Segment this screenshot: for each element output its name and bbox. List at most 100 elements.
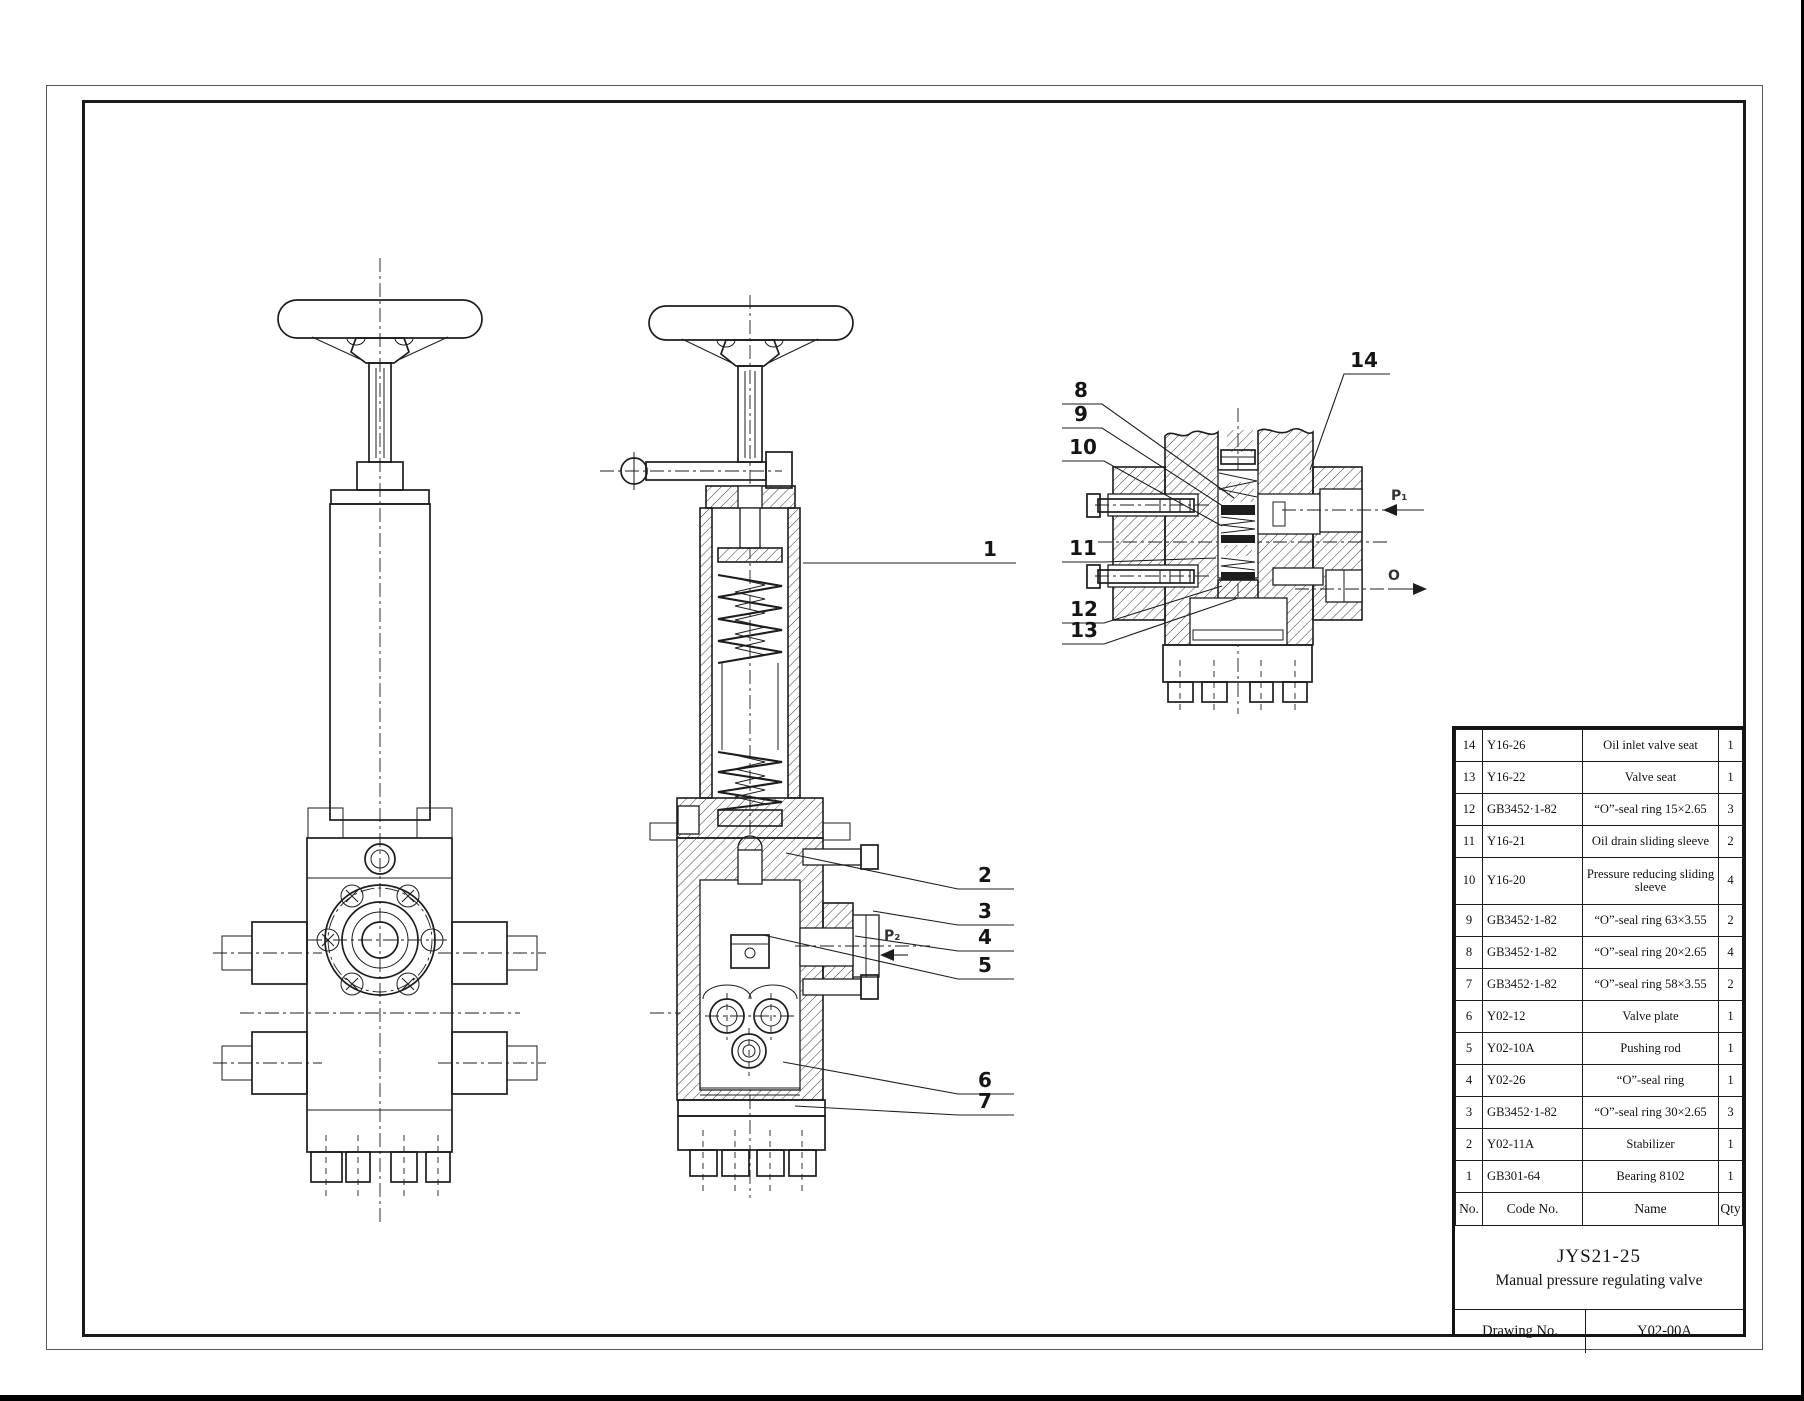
table-row: 11 Y16-21 Oil drain sliding sleeve 2 xyxy=(1455,825,1743,858)
spring-seat-lower xyxy=(717,809,783,827)
handwheel-spokes xyxy=(311,336,449,362)
port-label-p1: P₁ xyxy=(1391,488,1407,504)
table-row: 12 GB3452·1-82 “O”-seal ring 15×2.65 3 xyxy=(1455,793,1743,826)
outlet-boss xyxy=(795,902,930,988)
p2-arrow xyxy=(880,949,894,961)
header-no: No. xyxy=(1455,1192,1483,1226)
part-no-cell: 12 xyxy=(1455,793,1483,826)
callout-4: 4 xyxy=(978,925,992,949)
detail-cavity xyxy=(1189,597,1288,646)
part-no-cell: 5 xyxy=(1455,1032,1483,1065)
callout-7: 7 xyxy=(978,1089,992,1113)
callout-14: 14 xyxy=(1350,348,1378,372)
part-no-cell: 11 xyxy=(1455,825,1483,858)
housing-wall-left xyxy=(699,507,713,799)
pressure-spring-upper xyxy=(717,573,783,665)
part-no-cell: 13 xyxy=(1455,761,1483,794)
callout-2: 2 xyxy=(978,863,992,887)
table-row: 9 GB3452·1-82 “O”-seal ring 63×3.55 2 xyxy=(1455,904,1743,937)
table-row: 2 Y02-11A Stabilizer 1 xyxy=(1455,1128,1743,1161)
part-qty-cell: 2 xyxy=(1718,825,1743,858)
part-code-cell: Y02-26 xyxy=(1482,1064,1583,1097)
product-name: Manual pressure regulating valve xyxy=(1495,1271,1703,1289)
outlet-arrow xyxy=(1413,583,1427,595)
part-name-cell: “O”-seal ring 20×2.65 xyxy=(1582,936,1719,969)
handwheel-section xyxy=(648,305,854,341)
detail-view: P₁ O 8 9 10 11 12 xyxy=(1062,348,1427,715)
part-qty-cell: 1 xyxy=(1718,1160,1743,1193)
handwheel-hub xyxy=(349,337,411,364)
part-name-cell: Bearing 8102 xyxy=(1582,1160,1719,1193)
callout-3: 3 xyxy=(978,899,992,923)
part-no-cell: 10 xyxy=(1455,857,1483,905)
pushing-rod-top xyxy=(737,849,763,885)
port-label-outlet: O xyxy=(1388,568,1400,584)
detail-valve-plate xyxy=(1192,629,1284,641)
scan-edge-right xyxy=(1801,0,1804,1401)
table-row: 4 Y02-26 “O”-seal ring 1 xyxy=(1455,1064,1743,1097)
detail-feet xyxy=(1162,644,1313,715)
part-name-cell: “O”-seal ring 30×2.65 xyxy=(1582,1096,1719,1129)
part-name-cell: Oil inlet valve seat xyxy=(1582,729,1719,762)
part-name-cell: Valve plate xyxy=(1582,1000,1719,1033)
part-qty-cell: 4 xyxy=(1718,857,1743,905)
part-qty-cell: 3 xyxy=(1718,1096,1743,1129)
part-name-cell: “O”-seal ring 15×2.65 xyxy=(1582,793,1719,826)
spring-housing xyxy=(329,503,431,821)
header-qty: Qty xyxy=(1718,1192,1743,1226)
section-view: P₂ 1 2 3 4 5 6 7 xyxy=(600,295,1016,1198)
callout-12: 12 xyxy=(1070,597,1098,621)
table-header-row: No. Code No. Name Qty xyxy=(1455,1192,1743,1226)
callout-1: 1 xyxy=(983,537,997,561)
valve-ports-section xyxy=(650,993,795,1076)
part-no-cell: 2 xyxy=(1455,1128,1483,1161)
drawing-number-row: Drawing No. Y02-00A xyxy=(1455,1310,1743,1353)
sheet-inner-border xyxy=(82,100,1746,1337)
parts-table-and-title-block: 14 Y16-26 Oil inlet valve seat 1 13 Y16-… xyxy=(1452,726,1746,1353)
callout-11: 11 xyxy=(1069,536,1097,560)
part-code-cell: GB3452·1-82 xyxy=(1482,904,1583,937)
part-qty-cell: 1 xyxy=(1718,1064,1743,1097)
drawing-no-label: Drawing No. xyxy=(1455,1310,1586,1353)
callout-6: 6 xyxy=(978,1068,992,1092)
part-qty-cell: 1 xyxy=(1718,1000,1743,1033)
housing-wall-right xyxy=(787,507,801,799)
detail-callouts: 8 9 10 11 12 13 14 xyxy=(1062,348,1390,645)
part-no-cell: 1 xyxy=(1455,1160,1483,1193)
port-p2: P₂ xyxy=(880,928,908,961)
flange-bolts xyxy=(316,884,444,996)
title-block: JYS21-25 Manual pressure regulating valv… xyxy=(1455,1226,1743,1310)
part-no-cell: 9 xyxy=(1455,904,1483,937)
part-code-cell: GB3452·1-82 xyxy=(1482,793,1583,826)
detail-studs xyxy=(1086,493,1212,589)
scan-edge-bottom xyxy=(0,1395,1804,1401)
part-name-cell: “O”-seal ring 63×3.55 xyxy=(1582,904,1719,937)
part-code-cell: GB3452·1-82 xyxy=(1482,936,1583,969)
callout-10: 10 xyxy=(1069,435,1097,459)
part-qty-cell: 2 xyxy=(1718,904,1743,937)
table-row: 8 GB3452·1-82 “O”-seal ring 20×2.65 4 xyxy=(1455,936,1743,969)
part-name-cell: Valve seat xyxy=(1582,761,1719,794)
part-qty-cell: 1 xyxy=(1718,1128,1743,1161)
part-qty-cell: 3 xyxy=(1718,793,1743,826)
part-name-cell: Oil drain sliding sleeve xyxy=(1582,825,1719,858)
stabilizer-collar xyxy=(730,934,770,969)
table-row: 1 GB301-64 Bearing 8102 1 xyxy=(1455,1160,1743,1193)
section-feet xyxy=(677,1099,826,1194)
callout-8: 8 xyxy=(1074,378,1088,402)
part-name-cell: “O”-seal ring xyxy=(1582,1064,1719,1097)
part-no-cell: 4 xyxy=(1455,1064,1483,1097)
sheet-outer-border xyxy=(46,85,1763,1350)
product-model: JYS21-25 xyxy=(1556,1245,1641,1267)
part-qty-cell: 1 xyxy=(1718,761,1743,794)
part-code-cell: Y16-21 xyxy=(1482,825,1583,858)
part-code-cell: Y16-22 xyxy=(1482,761,1583,794)
drawing-no-value: Y02-00A xyxy=(1637,1323,1692,1339)
part-name-cell: Pressure reducing sliding sleeve xyxy=(1582,857,1719,905)
table-row: 3 GB3452·1-82 “O”-seal ring 30×2.65 3 xyxy=(1455,1096,1743,1129)
part-name-cell: Stabilizer xyxy=(1582,1128,1719,1161)
part-no-cell: 14 xyxy=(1455,729,1483,762)
front-view xyxy=(213,258,546,1222)
table-row: 10 Y16-20 Pressure reducing sliding slee… xyxy=(1455,857,1743,905)
